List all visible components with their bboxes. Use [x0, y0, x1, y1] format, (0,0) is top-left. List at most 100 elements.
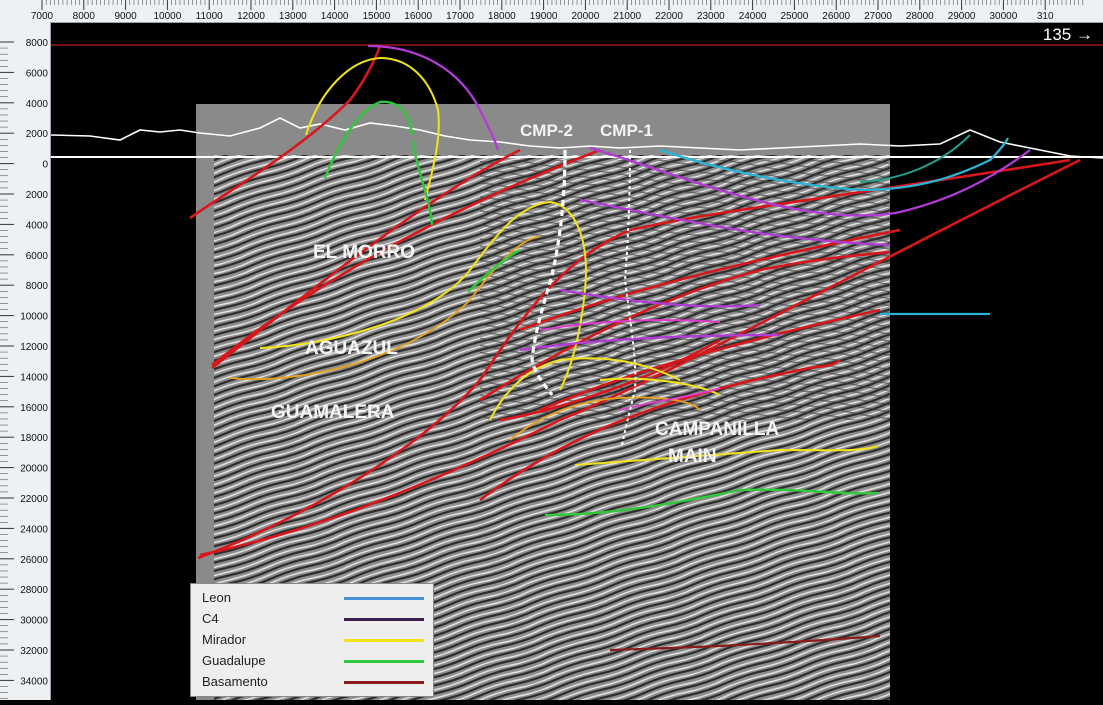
vertical-ruler-ticks: 8000600040002000020004000600080001000012… [0, 38, 48, 699]
mirador-horizon [259, 200, 587, 391]
vertical-ruler-svg: 8000600040002000020004000600080001000012… [0, 38, 48, 699]
legend-line-swatch [344, 660, 424, 663]
main-label: MAIN [668, 446, 717, 467]
seismic-data-overlay [480, 160, 890, 420]
leon-horizons [659, 137, 1010, 316]
horizontal-ruler-label: 30000 [989, 11, 1017, 22]
legend-line-swatch [344, 681, 424, 684]
vertical-ruler-label: 6000 [26, 68, 49, 79]
legend-item: C4 [199, 609, 425, 629]
vertical-ruler-label: 0 [42, 160, 48, 171]
legend-line-swatch [344, 618, 424, 621]
vertical-ruler-label: 14000 [20, 372, 48, 383]
seismic-section-canvas: CMP-2 CMP-1 EL MORRO AGUAZUL GUAMALERA C… [50, 44, 1103, 700]
el-morro-label: EL MORRO [313, 242, 415, 263]
mirador-horizon [229, 235, 541, 381]
fault-line [539, 308, 881, 412]
c4-horizon [559, 288, 761, 308]
vertical-ruler-label: 16000 [20, 403, 48, 414]
seismic-section-viewport[interactable]: CMP-2 CMP-1 EL MORRO AGUAZUL GUAMALERA C… [50, 23, 1103, 700]
c4-horizon [589, 146, 1031, 217]
mirador-horizon [574, 445, 879, 466]
fault-line [211, 148, 521, 370]
horizontal-ruler-label: 26000 [822, 11, 850, 22]
c4-horizon [539, 319, 721, 331]
vertical-ruler-label: 10000 [20, 312, 48, 323]
horizontal-ruler-label: 25000 [780, 11, 808, 22]
vertical-ruler-label: 2000 [26, 129, 49, 140]
vertical-ruler-label: 28000 [20, 585, 48, 596]
guamalera-label: GUAMALERA [271, 402, 395, 423]
legend-line-swatch [344, 597, 424, 600]
c4-horizons-pink [539, 319, 721, 411]
vertical-ruler-label: 12000 [20, 342, 48, 353]
c4-horizon [519, 333, 781, 352]
guadalupe-horizon [544, 488, 879, 517]
horizontal-ruler-label: 18000 [488, 11, 516, 22]
cmp-1-well-path [621, 149, 637, 446]
vertical-ruler-label: 4000 [26, 99, 49, 110]
vertical-ruler-label: 22000 [20, 494, 48, 505]
horizontal-ruler-label: 21000 [613, 11, 641, 22]
horizontal-ruler-label: 9000 [114, 11, 137, 22]
fault-line [479, 250, 891, 402]
mirador-horizon [599, 377, 721, 396]
vertical-ruler-label: 34000 [20, 676, 48, 687]
legend-line-swatch [344, 639, 424, 642]
horizontal-ruler-label: 20000 [571, 11, 599, 22]
legend-item: Guadalupe [199, 651, 425, 671]
vertical-ruler-label: 4000 [26, 220, 49, 231]
mirador-horizon [489, 357, 681, 421]
vertical-ruler-label: 26000 [20, 555, 48, 566]
basamento-horizon [609, 634, 881, 652]
horizontal-ruler-label: 11000 [196, 11, 224, 22]
horizontal-ruler-label: 8000 [73, 11, 96, 22]
horizontal-ruler-label: 19000 [530, 11, 558, 22]
cmp-1-label: CMP-1 [600, 121, 653, 140]
legend-item-label: Leon [202, 590, 231, 605]
leon-horizon [659, 137, 1010, 192]
horizontal-ruler-label: 13000 [279, 11, 307, 22]
leon-horizon-teal [859, 134, 971, 183]
fault-line [189, 45, 382, 220]
horizontal-ruler-label: 10000 [153, 11, 181, 22]
trace-number: 135 [1042, 25, 1072, 44]
guadalupe-horizon [323, 100, 414, 179]
mirador-horizon-orange [229, 235, 701, 441]
legend-item-label: Guadalupe [202, 653, 266, 668]
horizontal-ruler-label: 15000 [362, 11, 390, 22]
right-arrow-icon[interactable]: → [1076, 25, 1093, 44]
fault-line [519, 228, 901, 332]
c4-horizon [367, 44, 500, 151]
horizontal-ruler-label: 27000 [864, 11, 892, 22]
horizontal-ruler-label: 24000 [739, 11, 767, 22]
vertical-ruler-label: 8000 [26, 281, 49, 292]
vertical-ruler-label: 6000 [26, 251, 49, 262]
guadalupe-horizon [410, 139, 434, 226]
trace-navigation-control[interactable]: 135 → [1043, 25, 1093, 45]
horizontal-ruler-label: 14000 [321, 11, 349, 22]
mirador-horizon [509, 396, 701, 441]
cmp-2-label: CMP-2 [520, 121, 573, 140]
horizontal-ruler-label: 28000 [906, 11, 934, 22]
legend-item: Leon [199, 588, 425, 608]
aguazul-label: AGUAZUL [305, 338, 398, 359]
cmp-2-well-path [530, 149, 567, 396]
campanilla-label: CAMPANILLA [655, 419, 779, 440]
legend-item-label: Basamento [202, 674, 268, 689]
fault-line [199, 158, 1081, 557]
vertical-ruler-label: 24000 [20, 524, 48, 535]
legend-item: Mirador [199, 630, 425, 650]
legend-item: Basamento [199, 672, 425, 692]
mirador-horizons [259, 56, 879, 466]
vertical-ruler-label: 30000 [20, 616, 48, 627]
vertical-ruler-label: 18000 [20, 433, 48, 444]
horizontal-ruler-label: 22000 [655, 11, 683, 22]
c4-horizon [619, 387, 721, 411]
horizontal-ruler-label: 7000 [31, 11, 54, 22]
horizontal-ruler-label: 17000 [446, 11, 474, 22]
guadalupe-horizons [323, 100, 879, 517]
guadalupe-horizon [467, 248, 521, 293]
